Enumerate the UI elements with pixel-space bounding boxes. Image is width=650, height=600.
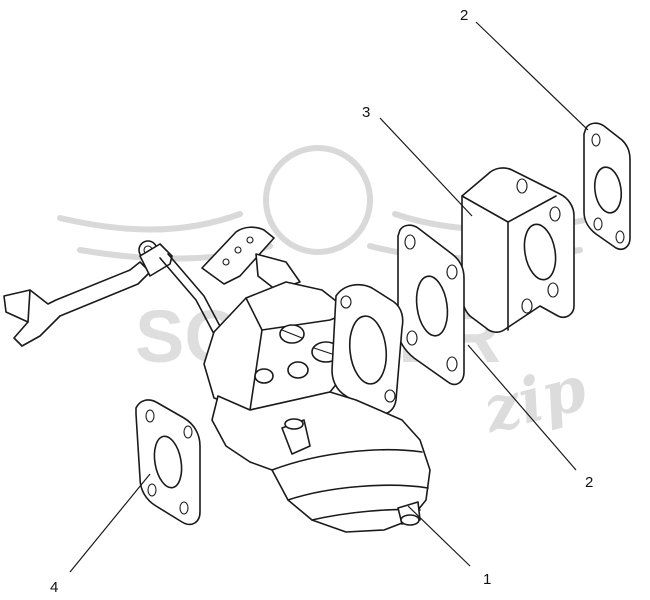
leader-line-3 [379,117,473,217]
callout-labels: 2 3 2 4 1 [50,7,593,596]
callout-4: 4 [50,579,58,596]
gasket-part-4 [135,399,201,526]
leader-line-2-top [475,21,589,131]
watermark-helmet-icon [263,145,373,255]
callout-2-middle: 2 [585,474,593,491]
callout-1: 1 [483,571,491,588]
gasket-part-2-middle [397,224,465,386]
leader-line-4 [69,473,151,573]
leader-lines [69,21,589,573]
watermark-swoosh-left [57,211,243,233]
gasket-part-2-top [583,122,631,251]
callout-2-top: 2 [460,7,468,24]
carburetor-part-1 [3,226,431,533]
callout-3: 3 [362,104,370,121]
spacer-block-part-3 [461,167,575,333]
leader-line-2-middle [467,344,577,471]
leader-line-1 [407,505,471,567]
